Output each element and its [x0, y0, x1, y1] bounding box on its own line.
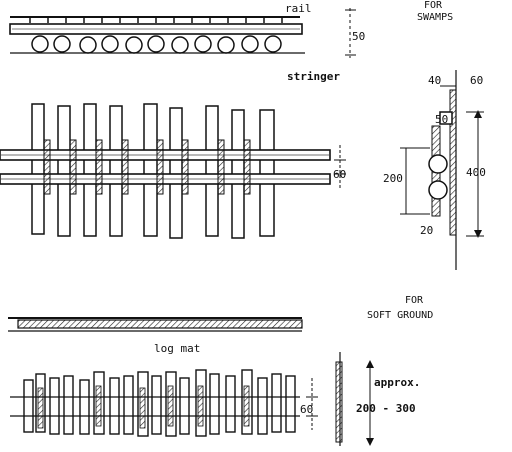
dim-20: 20: [420, 224, 433, 237]
dim-40: 40: [428, 74, 441, 87]
dim-60-mid: 60: [333, 168, 346, 181]
section-log-lower: [428, 180, 448, 200]
section-stringer: [449, 89, 457, 236]
logmat-strip: [17, 319, 303, 329]
dim-400: 400: [466, 166, 486, 179]
plan-stringers: [0, 149, 331, 185]
dim-60-bottom: 60: [300, 403, 313, 416]
swamp-logs-row: [31, 35, 282, 54]
stringer-label: stringer: [287, 70, 340, 83]
section-rail: [439, 111, 453, 125]
rail-label: rail: [285, 2, 312, 15]
for-swamps-line2: SWAMPS: [417, 12, 453, 23]
section-log-upper: [428, 154, 448, 174]
swamp-section-view: FOR SWAMPS 40 60 50 200 400 20: [383, 0, 486, 270]
for-soft-line1: FOR: [405, 295, 424, 306]
dim-50-top: 50: [352, 30, 365, 43]
plan-logs: [31, 103, 275, 239]
dim-200-300: 200 - 300: [356, 402, 416, 415]
logmat-elevation-view: log mat: [8, 317, 303, 355]
approx-label: approx.: [374, 376, 420, 389]
rail-ties: [29, 17, 283, 23]
for-soft-line2: SOFT GROUND: [367, 310, 433, 321]
logmat-label: log mat: [154, 342, 200, 355]
dim-60-side: 60: [470, 74, 483, 87]
logmat-binders: [37, 385, 250, 429]
logmat-logs: [23, 369, 296, 437]
plan-clamps: [43, 139, 251, 195]
dim-50-side: 50: [435, 113, 448, 126]
swamp-plan-view: 60: [0, 103, 346, 239]
dim-200: 200: [383, 172, 403, 185]
softground-section-mat: [335, 361, 343, 443]
for-swamps-line1: FOR: [424, 0, 443, 11]
swamp-elevation-view: rail 50 stringer: [9, 2, 365, 83]
logmat-plan-view: 60: [10, 369, 318, 437]
softground-section-view: approx. 200 - 300: [335, 352, 420, 446]
